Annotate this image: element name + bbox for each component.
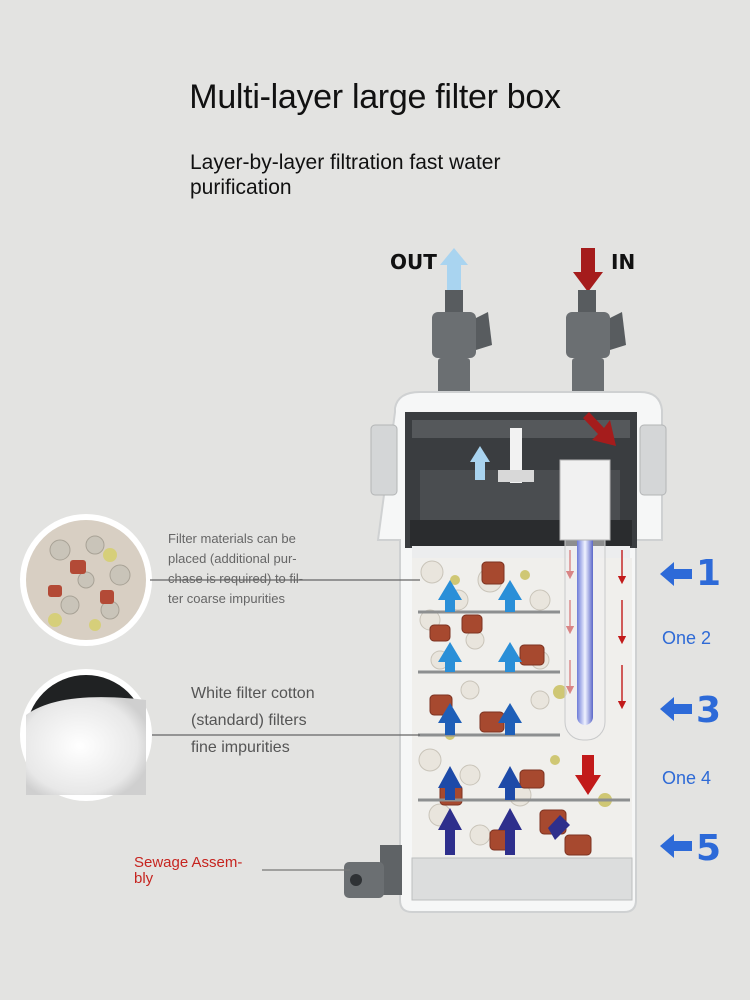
page-subtitle: Layer-by-layer filtration fast water pur… — [190, 151, 501, 199]
in-label: IN — [611, 250, 636, 274]
out-arrow-icon — [440, 248, 468, 290]
out-valve — [432, 290, 492, 408]
filter-materials-photo — [20, 514, 420, 646]
sewage-valve — [344, 845, 402, 898]
in-valve — [566, 290, 626, 408]
layer-1-label: 1 — [696, 553, 722, 594]
layer-2-label: One 2 — [662, 628, 712, 648]
sewage-assembly-label: Sewage Assem- bly — [134, 854, 243, 887]
cotton-callout: White filter cotton (standard) filters f… — [191, 685, 315, 756]
layer-3-label: 3 — [696, 690, 722, 731]
media-chamber — [411, 459, 633, 901]
cotton-photo — [20, 669, 420, 801]
filter-materials-callout: Filter materials can be placed (addition… — [168, 531, 304, 606]
layer-5-label: 5 — [696, 828, 722, 869]
out-label: OUT — [390, 250, 437, 274]
in-arrow-icon — [573, 248, 603, 292]
layer-4-label: One 4 — [662, 768, 712, 788]
page-title: Multi-layer large filter box — [189, 78, 561, 116]
